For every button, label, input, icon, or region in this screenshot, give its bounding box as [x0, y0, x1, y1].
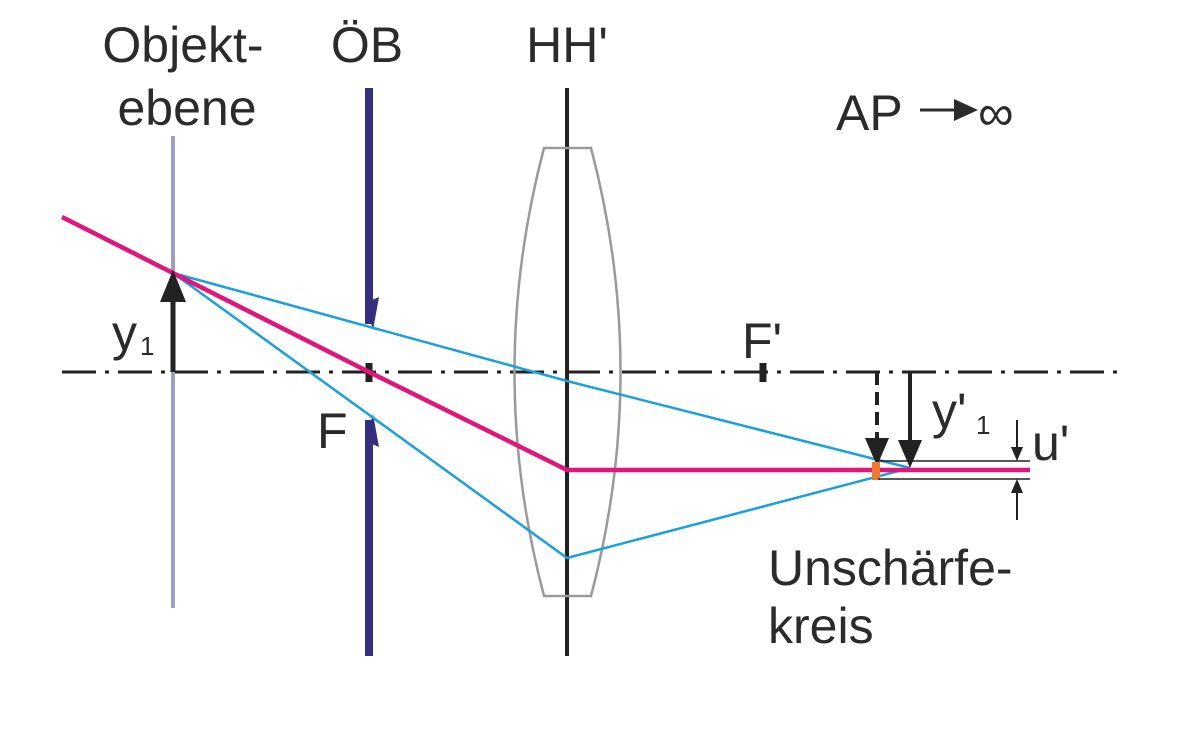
image-height-label: y': [932, 383, 967, 439]
object-plane-label-line2: ebene: [117, 80, 256, 136]
ap-label: AP: [836, 85, 903, 141]
focal-point-back-label: F': [742, 313, 782, 369]
arrow-right-icon-head: [954, 99, 978, 121]
object-height-subscript: 1: [140, 331, 154, 361]
object-height-label: y: [112, 305, 137, 361]
aperture-edge-lower-mark: [365, 414, 379, 447]
image-arrow-dashed-head: [865, 438, 889, 466]
blur-dim-arrow-top-head: [1011, 447, 1023, 461]
aperture-stop-label: ÖB: [331, 17, 403, 73]
blur-dim-arrow-bottom-head: [1011, 479, 1023, 493]
image-height-subscript: 1: [976, 410, 990, 440]
principal-planes-label: HH': [526, 17, 608, 73]
infinity-symbol: ∞: [978, 85, 1014, 141]
aperture-edge-upper-mark: [365, 297, 379, 330]
focal-point-front-label: F: [317, 403, 348, 459]
marginal-ray-upper: [172, 271, 911, 470]
blur-circle-label-line1: Unschärfe-: [768, 540, 1013, 596]
image-arrow-head: [898, 440, 922, 468]
object-plane-label-line1: Objekt-: [102, 17, 263, 73]
blur-size-label: u': [1032, 415, 1069, 471]
lens-outline: [513, 146, 622, 598]
chief-ray: [60, 214, 1030, 473]
blur-circle-marker: [872, 462, 880, 480]
marginal-ray-lower: [172, 271, 911, 560]
object-arrow-head: [160, 270, 186, 302]
blur-circle-label-line2: kreis: [768, 598, 874, 654]
